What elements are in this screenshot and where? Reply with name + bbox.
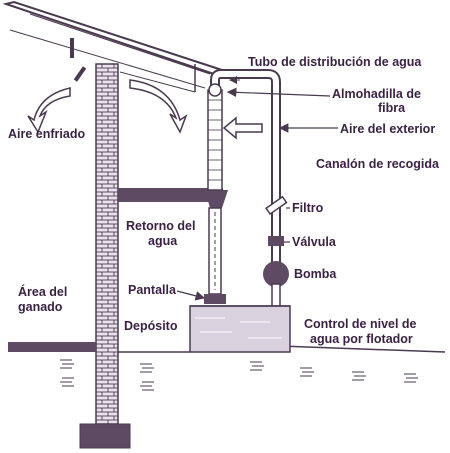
label-filtro: Filtro [292,201,324,215]
label-area-2: ganado [18,300,63,314]
distribution-pipe [208,69,281,262]
label-tubo: Tubo de distribución de agua [248,55,422,69]
label-almohadilla-2: fibra [378,101,406,115]
label-bomba: Bomba [294,267,337,281]
brick-wall [79,63,131,449]
label-canalon: Canalón de recogida [316,157,440,171]
return-pipe [204,207,226,304]
roof [2,0,225,93]
valve [268,236,284,246]
gutter-bracket [118,188,228,208]
label-aire-enfriado: Aire enfriado [8,127,85,141]
label-retorno-2: agua [148,234,178,248]
label-control-1: Control de nivel de [304,317,417,331]
label-almohadilla-1: Almohadilla de [332,87,421,101]
filter [265,195,288,216]
label-area-1: Área del [18,284,67,299]
outside-air-arrow [222,116,263,140]
cooled-air-arrows [27,79,188,134]
label-deposito: Depósito [124,319,178,333]
label-valvula: Válvula [292,235,337,249]
ground [8,342,446,391]
label-retorno-1: Retorno del [126,219,195,233]
label-aire-exterior: Aire del exterior [340,122,435,136]
vent-flaps [70,38,87,82]
label-pantalla: Pantalla [128,283,177,297]
fiber-pad [207,89,223,191]
leader-lines [176,87,338,301]
tank [189,305,291,353]
label-control-2: agua por flotador [310,332,413,346]
